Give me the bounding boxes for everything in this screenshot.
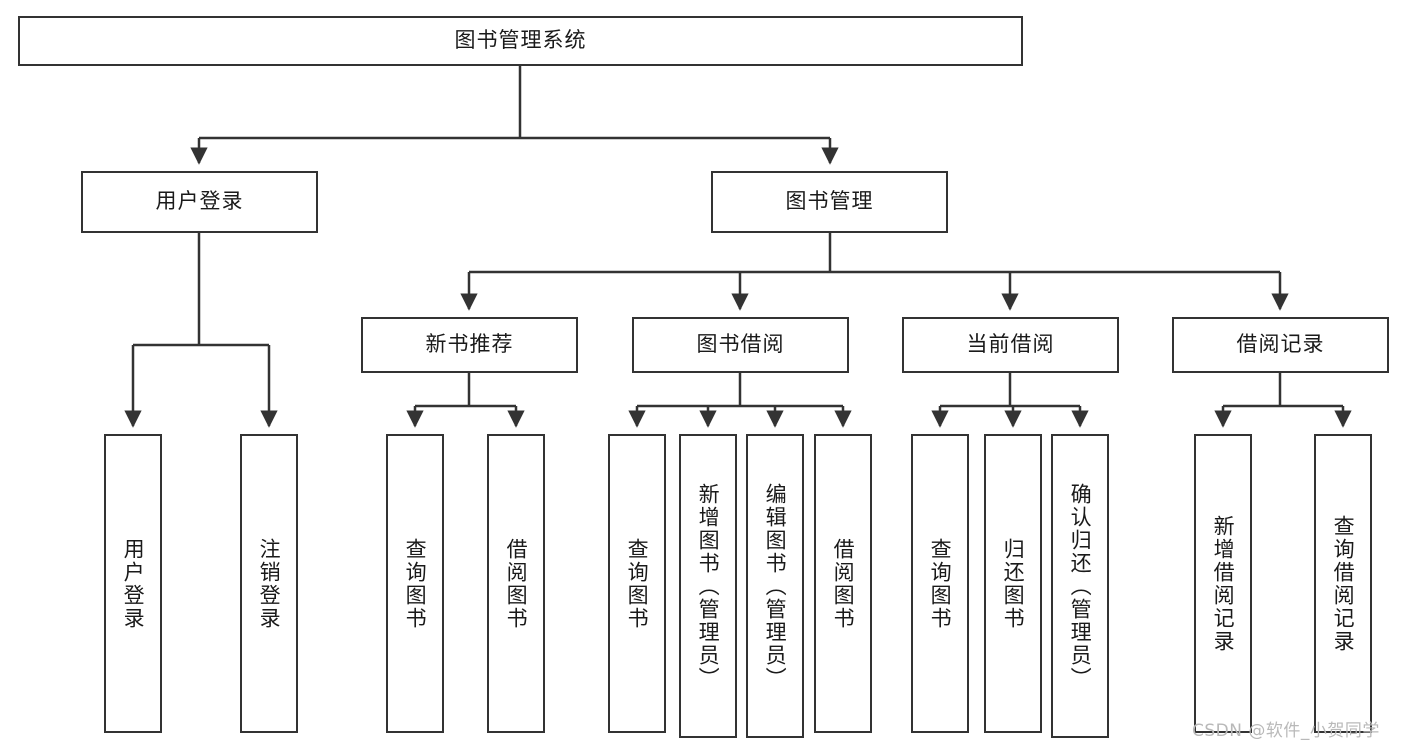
node-book-management[interactable]: 图书管理	[711, 171, 948, 233]
node-book-borrow-label: 图书借阅	[696, 332, 785, 357]
leaf-query-borrow-record-label: 查询借阅记录	[1331, 514, 1356, 653]
leaf-query-book-newbook-label: 查询图书	[403, 537, 428, 630]
leaf-add-borrow-record[interactable]: 新增借阅记录	[1194, 434, 1252, 733]
leaf-edit-book-admin-label: 编辑图书（管理员）	[763, 482, 788, 690]
leaf-return-book-label: 归还图书	[1001, 537, 1026, 630]
leaf-borrow-book[interactable]: 借阅图书	[814, 434, 872, 733]
node-root[interactable]: 图书管理系统	[18, 16, 1023, 66]
leaf-logout[interactable]: 注销登录	[240, 434, 298, 733]
node-current-borrow[interactable]: 当前借阅	[902, 317, 1119, 373]
node-current-borrow-label: 当前借阅	[966, 332, 1055, 357]
leaf-query-book-newbook[interactable]: 查询图书	[386, 434, 444, 733]
leaf-add-borrow-record-label: 新增借阅记录	[1211, 514, 1236, 653]
node-borrow-record[interactable]: 借阅记录	[1172, 317, 1389, 373]
leaf-query-book-current[interactable]: 查询图书	[911, 434, 969, 733]
leaf-user-login[interactable]: 用户登录	[104, 434, 162, 733]
leaf-confirm-return-admin[interactable]: 确认归还（管理员）	[1051, 434, 1109, 738]
node-user-login-label: 用户登录	[155, 189, 244, 214]
node-user-login[interactable]: 用户登录	[81, 171, 318, 233]
node-new-book-recommend-label: 新书推荐	[425, 332, 514, 357]
leaf-query-book-borrow-label: 查询图书	[625, 537, 650, 630]
leaf-borrow-book-newbook-label: 借阅图书	[504, 537, 529, 630]
node-book-borrow[interactable]: 图书借阅	[632, 317, 849, 373]
leaf-confirm-return-admin-label: 确认归还（管理员）	[1068, 482, 1093, 690]
leaf-return-book[interactable]: 归还图书	[984, 434, 1042, 733]
leaf-borrow-book-newbook[interactable]: 借阅图书	[487, 434, 545, 733]
leaf-query-book-borrow[interactable]: 查询图书	[608, 434, 666, 733]
leaf-logout-label: 注销登录	[257, 537, 282, 630]
leaf-add-book-admin[interactable]: 新增图书（管理员）	[679, 434, 737, 738]
node-borrow-record-label: 借阅记录	[1236, 332, 1325, 357]
node-root-label: 图书管理系统	[454, 28, 587, 53]
leaf-query-book-current-label: 查询图书	[928, 537, 953, 630]
node-new-book-recommend[interactable]: 新书推荐	[361, 317, 578, 373]
leaf-add-book-admin-label: 新增图书（管理员）	[696, 482, 721, 690]
leaf-query-borrow-record[interactable]: 查询借阅记录	[1314, 434, 1372, 733]
leaf-edit-book-admin[interactable]: 编辑图书（管理员）	[746, 434, 804, 738]
leaf-borrow-book-label: 借阅图书	[831, 537, 856, 630]
csdn-watermark: CSDN @软件_小贺同学	[1192, 721, 1380, 741]
leaf-user-login-label: 用户登录	[121, 537, 146, 630]
node-book-management-label: 图书管理	[785, 189, 874, 214]
